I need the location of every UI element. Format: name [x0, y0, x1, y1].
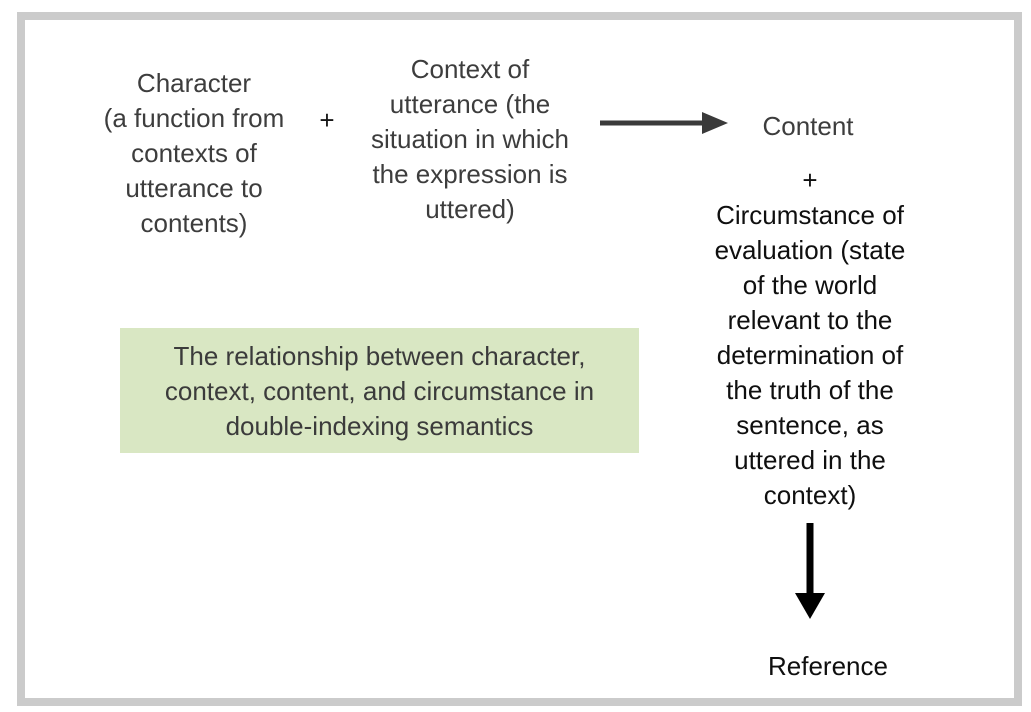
content-label: Content	[762, 111, 854, 141]
circumstance-line: uttered in the	[734, 445, 886, 475]
character-line: contents)	[140, 208, 248, 238]
caption-line: double-indexing semantics	[225, 411, 534, 441]
circumstance-line: Circumstance of	[716, 200, 904, 230]
context-line: situation in which	[371, 124, 569, 154]
down-arrow-icon	[795, 523, 825, 619]
reference-label: Reference	[768, 651, 888, 681]
context-line: the expression is	[372, 159, 568, 189]
circumstance-line: the truth of the	[726, 375, 894, 405]
character-line: Character	[136, 68, 252, 98]
character-line: contexts of	[131, 138, 257, 168]
circumstance-line: evaluation (state	[714, 235, 906, 265]
plus-operator: +	[319, 105, 335, 135]
circumstance-line: context)	[763, 480, 857, 510]
circumstance-line: determination of	[716, 340, 904, 370]
circumstance-line: sentence, as	[736, 410, 884, 440]
caption-line: context, content, and circumstance in	[164, 376, 595, 406]
context-line: uttered)	[425, 194, 515, 224]
circumstance-line: +	[802, 165, 818, 195]
caption-line: The relationship between character,	[173, 341, 586, 371]
context-line: utterance (the	[389, 89, 551, 119]
context-block: Context of utterance (the situation in w…	[340, 52, 600, 227]
circumstance-line: relevant to the	[727, 305, 893, 335]
character-line: utterance to	[125, 173, 263, 203]
character-line: (a function from	[103, 103, 285, 133]
character-block: Character (a function from contexts of u…	[64, 66, 324, 241]
context-line: Context of	[410, 54, 530, 84]
caption-box: The relationship between character, cont…	[120, 328, 639, 453]
circumstance-block: + Circumstance of evaluation (state of t…	[675, 163, 945, 513]
right-arrow-icon	[600, 112, 728, 134]
circumstance-line: of the world	[742, 270, 878, 300]
